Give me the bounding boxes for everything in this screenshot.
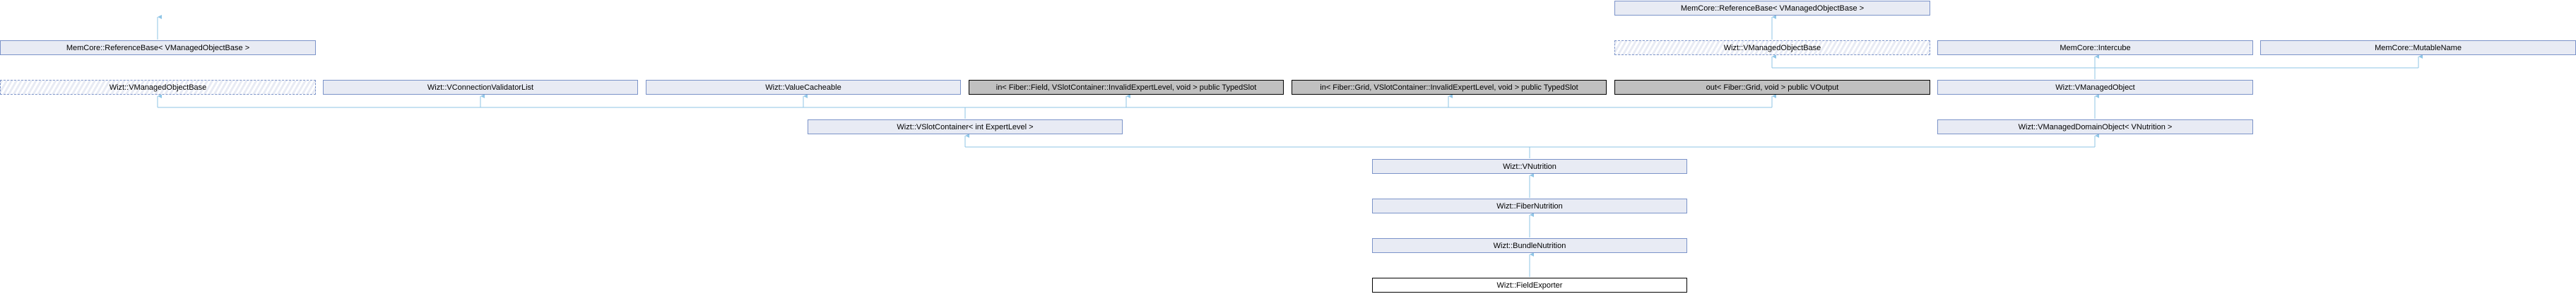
class-node-vmanageddomainobject[interactable]: Wizt::VManagedDomainObject< VNutrition > [1937,119,2253,134]
class-node-vslotcontainer[interactable]: Wizt::VSlotContainer< int ExpertLevel > [808,119,1123,134]
class-node-vmanagedobjectbase[interactable]: Wizt::VManagedObjectBase [0,80,316,95]
class-node-vmanagedobjectbase[interactable]: Wizt::VManagedObjectBase [1614,40,1930,55]
class-node-mutablename[interactable]: MemCore::MutableName [2260,40,2576,55]
class-node-valuecacheable[interactable]: Wizt::ValueCacheable [646,80,961,95]
class-node-out-grid: out< Fiber::Grid, void > public VOutput [1614,80,1930,95]
class-node-vnutrition[interactable]: Wizt::VNutrition [1372,159,1687,174]
class-node-referencebase[interactable]: MemCore::ReferenceBase< VManagedObjectBa… [0,40,316,55]
class-node-in-grid-slot: in< Fiber::Grid, VSlotContainer::Invalid… [1292,80,1607,95]
class-node-bundlenutrition[interactable]: Wizt::BundleNutrition [1372,238,1687,253]
class-node-in-field-slot: in< Fiber::Field, VSlotContainer::Invali… [969,80,1284,95]
class-node-vconnectionvalidatorlist[interactable]: Wizt::VConnectionValidatorList [323,80,638,95]
class-node-referencebase[interactable]: MemCore::ReferenceBase< VManagedObjectBa… [1614,1,1930,16]
class-node-fieldexporter: Wizt::FieldExporter [1372,278,1687,293]
class-node-intercube[interactable]: MemCore::Intercube [1937,40,2253,55]
class-node-vmanagedobject[interactable]: Wizt::VManagedObject [1937,80,2253,95]
class-node-fibernutrition[interactable]: Wizt::FiberNutrition [1372,199,1687,213]
